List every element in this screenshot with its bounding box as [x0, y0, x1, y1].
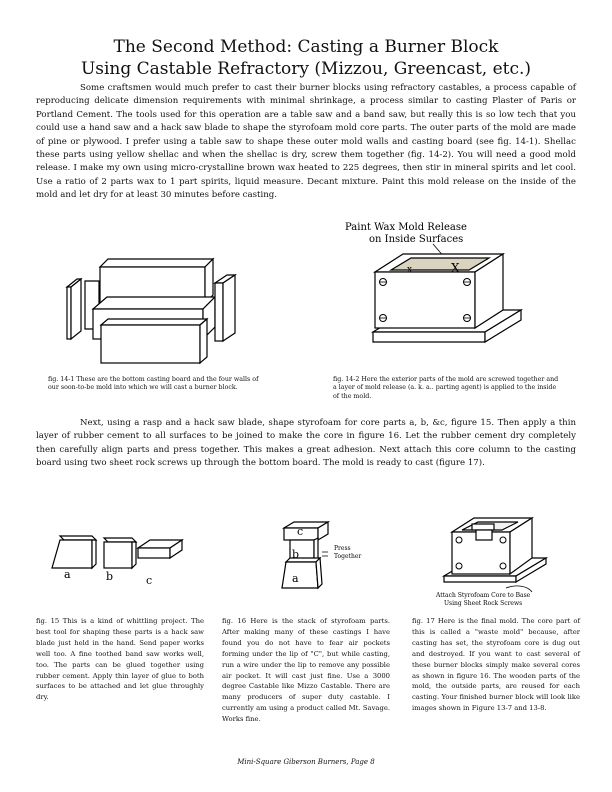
label-a-stack: a — [292, 572, 299, 585]
fig-14-2-illustration: Paint Wax Mold Release on Inside Surface… — [345, 222, 524, 344]
fig-17-caption: fig. 17 Here is the final mold. The core… — [412, 617, 580, 713]
fig-14-1-illustration — [65, 257, 237, 365]
attach-note-1: Attach Styrofoam Core to Base — [435, 592, 531, 599]
x-mark-large: X — [451, 261, 460, 275]
fig-14-1-caption: fig. 14-1 These are the bottom casting b… — [48, 376, 259, 392]
label-c-stack: c — [297, 525, 303, 538]
label-b-stack: b — [292, 548, 299, 561]
press-note-2: Together — [334, 553, 361, 560]
screw-icon — [499, 536, 507, 544]
title-line-1: The Second Method: Casting a Burner Bloc… — [113, 37, 499, 57]
page-title: The Second Method: Casting a Burner Bloc… — [0, 36, 612, 80]
attach-note-2: Using Sheet Rock Screws — [444, 600, 522, 607]
page-footer: Mini-Square Giberson Burners, Page 8 — [237, 758, 375, 766]
fig-15-illustration: a b c — [51, 535, 184, 587]
fig-15-caption: fig. 15 This is a kind of whittling proj… — [36, 617, 204, 702]
fig-16-illustration: c b a Press Together — [281, 520, 361, 590]
label-a: a — [64, 568, 71, 581]
label-b: b — [106, 570, 113, 583]
screw-icon — [455, 562, 463, 570]
label-c: c — [146, 574, 152, 587]
callout-line-1: Paint Wax Mold Release — [345, 222, 467, 233]
screw-icon — [455, 536, 463, 544]
intro-paragraph: Some craftsmen would much prefer to cast… — [36, 82, 576, 203]
fig-17-illustration: Attach Styrofoam Core to Base Using Shee… — [435, 516, 549, 607]
fig-14-2-caption: fig. 14-2 Here the exterior parts of the… — [333, 376, 559, 400]
para-1: Some craftsmen would much prefer to cast… — [36, 83, 576, 201]
callout-line-2: on Inside Surfaces — [369, 234, 463, 245]
assembly-paragraph: Next, using a rasp and a hack saw blade,… — [36, 417, 576, 471]
fig-16-caption: fig. 16 Here is the stack of styrofoam p… — [222, 617, 390, 724]
x-mark-small: x — [407, 265, 412, 275]
press-note-1: Press — [334, 545, 351, 552]
screw-icon — [499, 562, 507, 570]
para-2: Next, using a rasp and a hack saw blade,… — [36, 418, 576, 469]
title-line-2: Using Castable Refractory (Mizzou, Green… — [80, 59, 532, 79]
